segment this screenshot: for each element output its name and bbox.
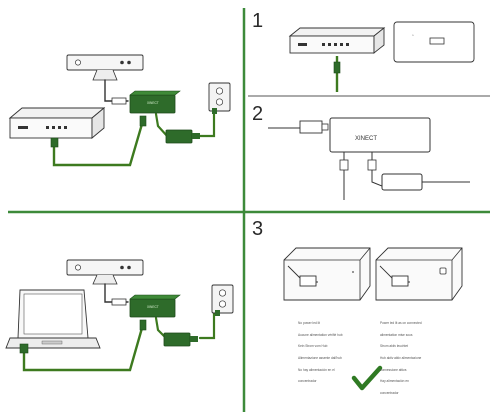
- panel-dividers: [8, 8, 490, 412]
- usb-plug-icon: [333, 61, 341, 74]
- wall-outlet-icon: [211, 284, 234, 316]
- panel-step-1: ⌁: [288, 21, 475, 92]
- xbox-console-icon: [8, 107, 106, 139]
- usb-plug-icon: [50, 137, 59, 148]
- power-brick-icon: [165, 129, 200, 144]
- step-number-2: 2: [252, 103, 264, 125]
- hub-closeup-power-on: [375, 247, 463, 301]
- cables: [343, 152, 383, 200]
- caption-no-power: No power led lit Aucune alimentation vér…: [298, 320, 343, 384]
- step-number-3: 3: [252, 218, 264, 240]
- wall-outlet-icon: [208, 82, 231, 114]
- kinect-adapter-hub-icon: XINECT: [129, 90, 181, 114]
- power-brick-icon: [163, 332, 198, 347]
- usb-plug-icon: [19, 343, 29, 354]
- xbox-console-icon: [288, 27, 386, 54]
- panel-step-3: [283, 247, 463, 391]
- kinect-adapter-hub-icon: XINECT: [129, 294, 181, 318]
- hub-closeup-no-power: [283, 247, 371, 301]
- cables: [22, 283, 216, 372]
- kinect-sensor-icon: [66, 54, 144, 81]
- power-brick-icon: [381, 173, 470, 191]
- connector-icon: [299, 120, 323, 134]
- adapter-label: XINECT: [147, 305, 159, 309]
- adapter-label: XINECT: [355, 136, 377, 142]
- caption-power-on: Power led lit as on connected alimentati…: [380, 320, 422, 396]
- panel-step-2: XINECT: [268, 117, 470, 200]
- kinect-sensor-icon: [66, 259, 144, 285]
- kinect-adapter-hub-icon: XINECT: [329, 117, 431, 153]
- port-closeup-icon: ⌁: [393, 21, 475, 63]
- usb-plug-icon: [339, 159, 349, 171]
- power-plug-icon: [367, 159, 377, 171]
- checkmark-icon: [351, 365, 383, 391]
- adapter-label: XINECT: [147, 101, 159, 105]
- usb-plug-icon: [139, 319, 147, 331]
- laptop-icon: [5, 289, 101, 349]
- step-number-1: 1: [252, 10, 264, 32]
- panel-pc-setup: XINECT: [5, 259, 234, 372]
- svg-text:⌁: ⌁: [412, 33, 414, 37]
- usb-plug-icon: [139, 115, 147, 127]
- panel-console-setup: XINECT: [8, 54, 231, 167]
- power-led-icon: [439, 267, 447, 275]
